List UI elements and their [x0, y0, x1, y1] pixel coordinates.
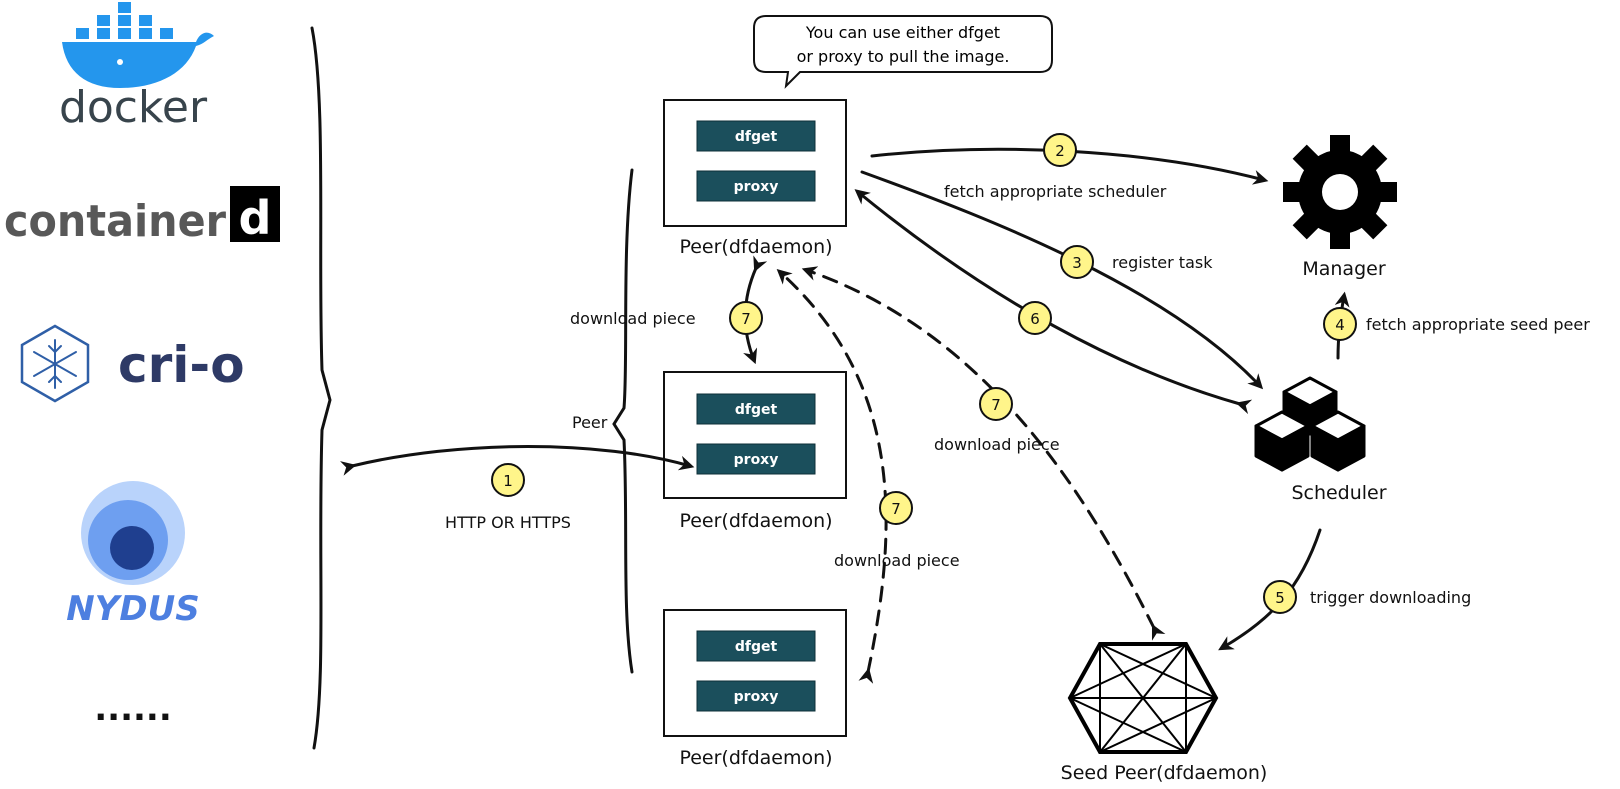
- step-7c-number: 7: [891, 500, 901, 518]
- step-4-badge: 4: [1323, 307, 1357, 341]
- crio-logo: cri-o: [20, 324, 245, 403]
- step-4-label: fetch appropriate seed peer: [1366, 315, 1590, 334]
- step-1-number: 1: [503, 472, 513, 490]
- peer-1-dfget-label: dfget: [735, 129, 778, 145]
- crio-wordmark: cri-o: [118, 336, 245, 394]
- seed-peer-label: Seed Peer(dfdaemon): [1061, 762, 1268, 784]
- cubes-icon: [1254, 376, 1366, 472]
- peer-2-caption: Peer(dfdaemon): [679, 510, 832, 532]
- arrow-step-7c-download-dashed: [776, 268, 888, 684]
- nydus-logo: NYDUS: [66, 481, 200, 629]
- docker-logo: docker: [59, 2, 214, 133]
- step-3-badge: 3: [1060, 245, 1094, 279]
- step-7a-label: download piece: [570, 309, 696, 328]
- step-5-badge: 5: [1263, 580, 1297, 614]
- manager-node: Manager: [1283, 135, 1397, 280]
- peer-group-label: Peer: [572, 413, 608, 432]
- step-1-badge: 1: [491, 463, 525, 497]
- arrow-step-3-register-task: [860, 170, 1264, 390]
- step-3-label: register task: [1112, 253, 1213, 272]
- scheduler-label: Scheduler: [1291, 482, 1386, 504]
- peer-1: dfget proxy Peer(dfdaemon): [663, 99, 847, 258]
- containerd-wordmark: container: [4, 196, 226, 247]
- snowflake-icon: [33, 339, 77, 389]
- seed-peer-node: Seed Peer(dfdaemon): [1061, 642, 1268, 784]
- step-7b-number: 7: [991, 396, 1001, 414]
- callout-line2: or proxy to pull the image.: [797, 47, 1010, 66]
- callout-line1: You can use either dfget: [805, 23, 1000, 42]
- peer-3-proxy-button[interactable]: [696, 680, 816, 712]
- step-7b-label: download piece: [934, 435, 1060, 454]
- step-6-badge: 6: [1018, 301, 1052, 335]
- containerd-logo: container d: [4, 186, 280, 247]
- peer-group-brace: [612, 168, 634, 674]
- containerd-d-letter: d: [239, 191, 272, 245]
- step-1-label: HTTP OR HTTPS: [445, 513, 571, 532]
- peer-1-proxy-button[interactable]: [696, 170, 816, 202]
- peer-2-proxy-label: proxy: [734, 452, 779, 468]
- step-2-label: fetch appropriate scheduler: [944, 182, 1167, 201]
- step-3-number: 3: [1072, 254, 1082, 272]
- step-7c-label: download piece: [834, 551, 960, 570]
- more-runtimes-ellipsis: ......: [94, 689, 172, 729]
- manager-label: Manager: [1302, 258, 1385, 280]
- step-2-badge: 2: [1043, 133, 1077, 167]
- step-2-number: 2: [1055, 142, 1065, 160]
- arrow-step-6-return: [854, 189, 1253, 415]
- mesh-hexagon-icon: [1067, 642, 1219, 754]
- step-5-number: 5: [1275, 589, 1285, 607]
- nydus-wordmark: NYDUS: [66, 589, 199, 629]
- nydus-rings-icon: [81, 481, 185, 585]
- step-4-number: 4: [1335, 316, 1345, 334]
- peer-1-proxy-label: proxy: [734, 179, 779, 195]
- docker-whale-icon: [62, 2, 214, 88]
- docker-wordmark: docker: [59, 82, 208, 133]
- peer-3-proxy-label: proxy: [734, 689, 779, 705]
- peer-1-caption: Peer(dfdaemon): [679, 236, 832, 258]
- step-6-number: 6: [1030, 310, 1040, 328]
- peer-3-dfget-label: dfget: [735, 639, 778, 655]
- arrow-step-1-http: [340, 445, 695, 476]
- step-7a-badge: 7: [729, 301, 763, 335]
- step-7a-number: 7: [741, 310, 751, 328]
- callout-bubble: You can use either dfget or proxy to pul…: [753, 15, 1053, 89]
- step-7c-badge: 7: [879, 491, 913, 525]
- peer-3-caption: Peer(dfdaemon): [679, 747, 832, 769]
- peer-1-dfget-button[interactable]: [696, 120, 816, 152]
- gear-icon: [1283, 135, 1397, 249]
- arrow-step-7b-download-dashed: [801, 266, 1166, 641]
- peer-2-dfget-label: dfget: [735, 402, 778, 418]
- step-7b-badge: 7: [979, 387, 1013, 421]
- peer-2: dfget proxy Peer(dfdaemon): [663, 371, 847, 532]
- runtimes-brace: [310, 26, 332, 750]
- containerd-d-box: [230, 186, 280, 242]
- peer-3: dfget proxy Peer(dfdaemon): [663, 609, 847, 769]
- scheduler-node: Scheduler: [1254, 376, 1387, 504]
- step-5-label: trigger downloading: [1310, 588, 1471, 607]
